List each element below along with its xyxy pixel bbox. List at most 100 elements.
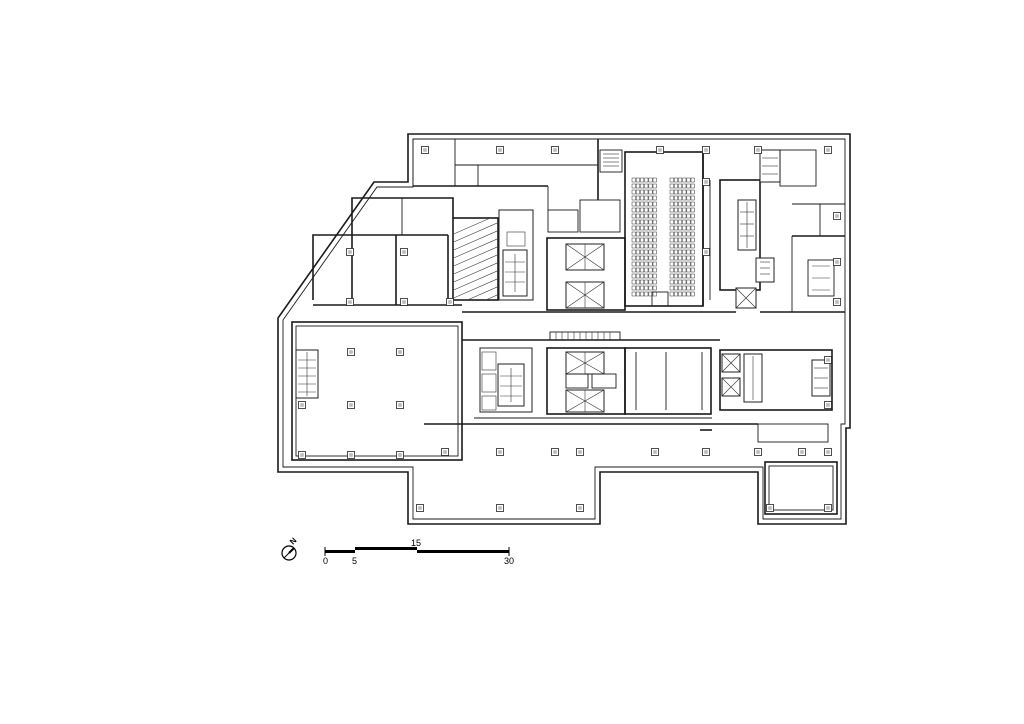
seat (682, 279, 687, 285)
seat (686, 195, 691, 201)
seat (640, 285, 645, 291)
seat (631, 237, 636, 243)
seat (652, 243, 657, 249)
seat (673, 291, 678, 297)
seat (669, 231, 674, 237)
seat (673, 231, 678, 237)
seat (635, 255, 640, 261)
seat (678, 291, 683, 297)
seat (669, 225, 674, 231)
seat (644, 285, 649, 291)
seat (686, 267, 691, 273)
seat (631, 249, 636, 255)
seat (635, 219, 640, 225)
seat (631, 267, 636, 273)
seat (635, 183, 640, 189)
seat (644, 195, 649, 201)
seat (690, 219, 695, 225)
northwest-offices (312, 139, 599, 306)
seat (686, 231, 691, 237)
seat (678, 219, 683, 225)
seat (682, 249, 687, 255)
seat (640, 201, 645, 207)
seat (682, 177, 687, 183)
seat (673, 243, 678, 249)
seat (690, 189, 695, 195)
seat (682, 267, 687, 273)
seat (635, 237, 640, 243)
seat (652, 249, 657, 255)
seat (652, 177, 657, 183)
seat (652, 261, 657, 267)
seat (635, 267, 640, 273)
seat (682, 207, 687, 213)
seat (644, 255, 649, 261)
seat (678, 195, 683, 201)
seat (652, 207, 657, 213)
seat (631, 243, 636, 249)
seat (690, 237, 695, 243)
seat (678, 183, 683, 189)
seat (673, 201, 678, 207)
seat (690, 213, 695, 219)
seat (673, 255, 678, 261)
seat (669, 261, 674, 267)
seat (640, 225, 645, 231)
seat (644, 207, 649, 213)
seat (644, 243, 649, 249)
seat (678, 225, 683, 231)
seat (635, 213, 640, 219)
seat (648, 189, 653, 195)
seat (686, 219, 691, 225)
seat (669, 243, 674, 249)
seat (631, 225, 636, 231)
seat (635, 225, 640, 231)
seat (640, 183, 645, 189)
seat (640, 195, 645, 201)
seat (635, 201, 640, 207)
seat (648, 213, 653, 219)
seat (690, 195, 695, 201)
seat (686, 243, 691, 249)
seat (669, 273, 674, 279)
seat (635, 189, 640, 195)
seat (669, 183, 674, 189)
seat (631, 279, 636, 285)
seat (673, 273, 678, 279)
seat (640, 261, 645, 267)
seat (690, 177, 695, 183)
seat (682, 195, 687, 201)
seat (648, 177, 653, 183)
seat (648, 261, 653, 267)
seat (682, 237, 687, 243)
seat (673, 285, 678, 291)
seat (644, 267, 649, 273)
building-envelope (277, 133, 851, 525)
north-arrow-label: N (288, 536, 299, 547)
seat (682, 243, 687, 249)
seat (652, 279, 657, 285)
seat (678, 189, 683, 195)
seat (678, 207, 683, 213)
seat (635, 249, 640, 255)
seat (635, 279, 640, 285)
seat (678, 201, 683, 207)
seat (690, 285, 695, 291)
seat (673, 237, 678, 243)
seat (690, 243, 695, 249)
seat (678, 273, 683, 279)
seat (686, 291, 691, 297)
scale-tick-5: 5 (352, 556, 357, 566)
seat (652, 267, 657, 273)
seat (640, 291, 645, 297)
seat (669, 237, 674, 243)
seat (631, 219, 636, 225)
seat (652, 237, 657, 243)
seat (652, 291, 657, 297)
seat (652, 195, 657, 201)
seat (682, 183, 687, 189)
seat (631, 201, 636, 207)
north-arrow: N (281, 536, 299, 561)
seat (686, 285, 691, 291)
seat (631, 207, 636, 213)
